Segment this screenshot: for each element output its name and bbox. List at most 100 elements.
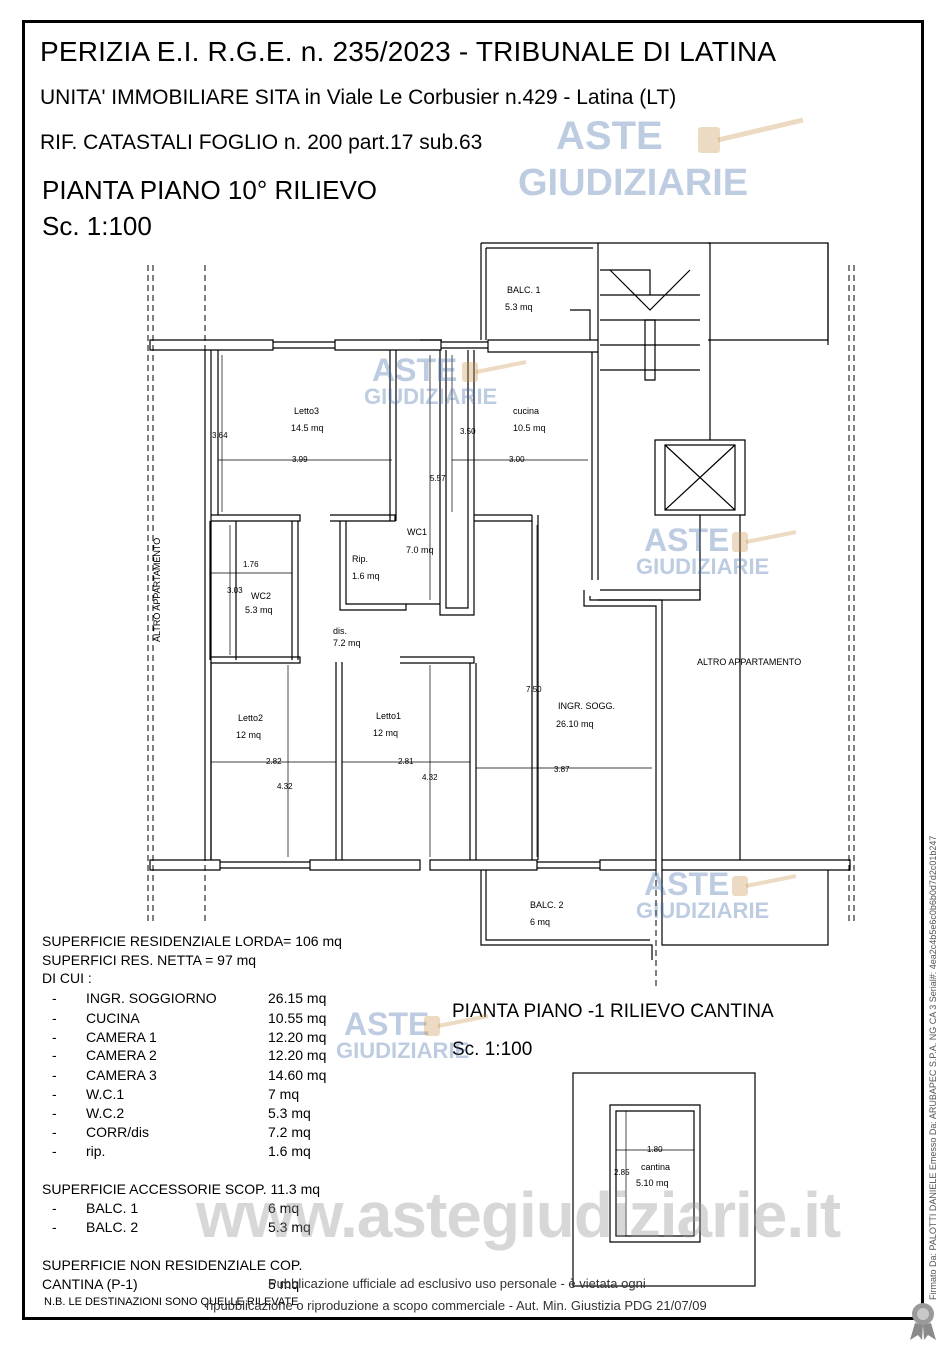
area-item-dash: - [52,990,57,1006]
room-soggiorno-area: 26.10 mq [556,719,594,729]
property-address: UNITA' IMMOBILIARE SITA in Viale Le Corb… [40,86,677,109]
footer-line-1: Pubblicazione ufficiale ad esclusivo uso… [268,1276,646,1291]
gross-area: SUPERFICIE RESIDENZIALE LORDA= 106 mq [42,933,342,949]
area-item-name: W.C.1 [86,1086,125,1102]
balcony-item-dash: - [52,1200,57,1216]
room-rip-area: 1.6 mq [352,571,380,581]
gavel-icon [732,530,797,552]
room-letto2-area: 12 mq [236,730,262,740]
room-dis-name: dis. [333,626,348,636]
room-wc1-area: 7.0 mq [406,545,434,555]
dimension-label: 1.80 [647,1145,663,1154]
room-rip-name: Rip. [352,554,369,564]
watermark-brand-top: ASTE [644,522,730,558]
area-item-value: 7 mq [268,1086,300,1102]
area-item-name: CAMERA 2 [86,1047,157,1063]
watermark-brand-bottom: GIUDIZIARIE [636,554,770,579]
area-item-value: 5.3 mq [268,1105,311,1121]
cellar-plan-title: PIANTA PIANO -1 RILIEVO CANTINA [452,1001,774,1022]
report-title: PERIZIA E.I. R.G.E. n. 235/2023 - TRIBUN… [40,36,777,67]
seal-icon [910,1303,936,1340]
gavel-icon [462,360,527,382]
dimension-label: 7.50 [526,685,542,694]
digital-signature-text: Firmato Da: PALOTTI DANIELE Emesso Da: A… [928,835,938,1300]
area-item-value: 7.2 mq [268,1124,311,1140]
area-item-dash: - [52,1105,57,1121]
balcony-item-value: 6 mq [268,1200,300,1216]
cellar-plan-scale: Sc. 1:100 [452,1039,533,1060]
main-plan-title: PIANTA PIANO 10° RILIEVO [42,175,378,205]
area-item-value: 12.20 mq [268,1029,327,1045]
balcony-item-dash: - [52,1219,57,1235]
dimension-label: 2.85 [614,1168,630,1177]
watermark-brand-top: ASTE [344,1006,430,1042]
dimension-label: 3.00 [509,455,525,464]
gavel-icon [732,874,797,896]
dimension-label: 2.82 [266,757,282,766]
room-letto3-name: Letto3 [294,406,320,416]
nb-note: N.B. LE DESTINAZIONI SONO QUELLE RILEVAT… [44,1296,299,1308]
area-item-value: 14.60 mq [268,1067,327,1083]
watermark-brand-bottom: GIUDIZIARIE [518,162,749,204]
dimension-label: 3.99 [292,455,308,464]
gavel-icon [424,1014,489,1036]
dimension-label: 1.76 [243,560,259,569]
footer-line-2: ripubblicazione o riproduzione a scopo c… [206,1298,707,1313]
area-item-dash: - [52,1029,57,1045]
cadastral-reference: RIF. CATASTALI FOGLIO n. 200 part.17 sub… [40,131,483,154]
balcony-item-name: BALC. 2 [86,1219,139,1235]
dimension-label: 2.81 [398,757,414,766]
dimension-label: 3.87 [554,765,570,774]
watermark-brand-bottom: GIUDIZIARIE [336,1038,470,1063]
watermark-brand-bottom: GIUDIZIARIE [364,384,498,409]
watermark-site: www.astegiudiziarie.it [196,1179,841,1251]
area-item-dash: - [52,1010,57,1026]
area-item-name: CAMERA 3 [86,1067,157,1083]
watermark-brand-top: ASTE [372,352,458,388]
sheet-frame [22,20,924,1320]
gavel-icon [698,117,804,153]
room-cucina-name: cucina [513,406,540,416]
dimension-label: 3.64 [212,431,228,440]
room-soggiorno-name: INGR. SOGG. [558,701,616,711]
other-apartment-left: ALTRO APPARTAMENTO [152,537,162,642]
cellar-area-value: 5 mq [268,1276,300,1292]
area-item-name: CORR/dis [86,1124,150,1140]
balcony-item-name: BALC. 1 [86,1200,139,1216]
dimension-label: 4.32 [422,773,438,782]
room-wc2-name: WC2 [251,591,271,601]
area-item-dash: - [52,1124,57,1140]
watermark-brand-bottom: GIUDIZIARIE [636,898,770,923]
room-balc1-area: 5.3 mq [505,302,533,312]
room-wc1-name: WC1 [407,527,427,537]
room-letto3-area: 14.5 mq [291,423,324,433]
area-item-value: 12.20 mq [268,1047,327,1063]
area-item-dash: - [52,1086,57,1102]
dimension-label: 3.03 [227,586,243,595]
room-cucina-area: 10.5 mq [513,423,546,433]
watermark-brand-top: ASTE [556,114,663,158]
area-item-dash: - [52,1067,57,1083]
area-item-dash: - [52,1143,57,1159]
area-item-value: 10.55 mq [268,1010,327,1026]
net-area: SUPERFICI RES. NETTA = 97 mq [42,952,257,968]
room-letto1-area: 12 mq [373,728,399,738]
area-item-value: 1.6 mq [268,1143,311,1159]
main-plan-scale: Sc. 1:100 [42,211,152,241]
room-balc2-name: BALC. 2 [530,900,564,910]
area-item-name: CUCINA [86,1010,140,1026]
area-item-value: 26.15 mq [268,990,327,1006]
non-residential-heading: SUPERFICIE NON RESIDENZIALE COP. [42,1257,303,1273]
room-cantina-area: 5.10 mq [636,1178,669,1188]
balcony-item-value: 5.3 mq [268,1219,311,1235]
room-cantina-name: cantina [641,1162,671,1172]
area-breakdown-heading: DI CUI : [42,970,92,986]
room-balc2-area: 6 mq [530,917,551,927]
area-item-dash: - [52,1047,57,1063]
other-apartment-right: ALTRO APPARTAMENTO [697,657,802,667]
area-item-name: CAMERA 1 [86,1029,157,1045]
area-item-name: W.C.2 [86,1105,125,1121]
room-dis-area: 7.2 mq [333,638,361,648]
area-item-name: INGR. SOGGIORNO [86,990,217,1006]
